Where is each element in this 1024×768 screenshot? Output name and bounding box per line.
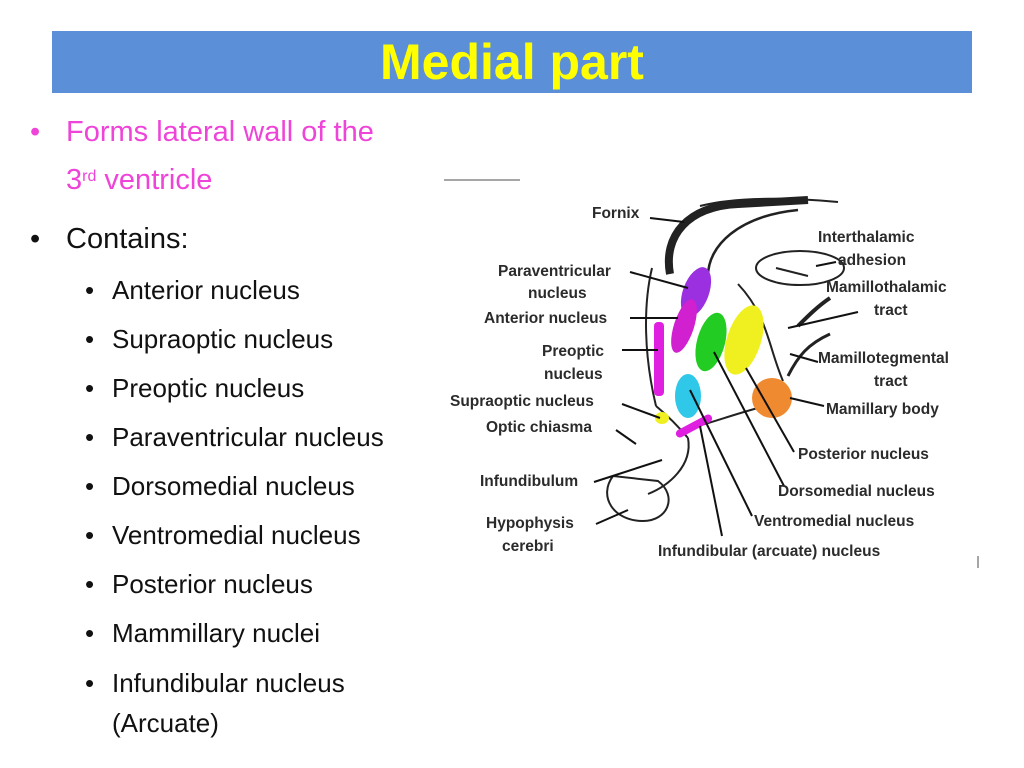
bullet-dot: • bbox=[85, 668, 95, 698]
label-preoptic-2: nucleus bbox=[544, 366, 603, 383]
label-mamillotegmental-2: tract bbox=[874, 373, 908, 390]
list-item-text: Mammillary nuclei bbox=[112, 618, 321, 648]
leader-fornix bbox=[649, 217, 685, 223]
diagram-background bbox=[438, 176, 983, 576]
bullet-dot: • bbox=[85, 324, 95, 354]
label-ventromedial: Ventromedial nucleus bbox=[754, 513, 914, 530]
slide-title: Medial part bbox=[380, 34, 644, 90]
bullet-contains-text: Contains: bbox=[66, 223, 189, 255]
dorsomedial-nucleus-shape bbox=[695, 312, 727, 372]
leader-hypophysis bbox=[595, 509, 629, 525]
leader-optic-chiasma bbox=[615, 429, 637, 445]
leader-mamillothalamic bbox=[787, 311, 859, 329]
label-paraventricular-1: Paraventricular bbox=[498, 263, 611, 280]
leader-dorsomedial bbox=[713, 351, 785, 487]
bullet-dot: • bbox=[85, 569, 95, 599]
bullet-text-line1: Forms lateral wall of the bbox=[66, 116, 374, 148]
label-posterior: Posterior nucleus bbox=[798, 446, 929, 463]
infundibulum-outline bbox=[647, 437, 690, 495]
ventromedial-nucleus-shape bbox=[675, 374, 701, 418]
hypophysis-outline bbox=[606, 474, 670, 523]
ventricle-wall bbox=[706, 208, 799, 277]
list-item-text: Supraoptic nucleus bbox=[112, 324, 334, 354]
leader-mamillotegmental bbox=[789, 353, 819, 363]
bullet-text-line2: 3rd ventricle bbox=[66, 163, 212, 198]
preoptic-nucleus-shape bbox=[654, 322, 664, 396]
bullet-dot: • bbox=[85, 373, 95, 403]
lamina-terminalis bbox=[645, 267, 657, 407]
tract-line-1 bbox=[737, 283, 784, 382]
adhesion-mark bbox=[775, 267, 809, 277]
list-item-text: Posterior nucleus bbox=[112, 569, 313, 599]
leader-posterior bbox=[745, 367, 795, 453]
label-anterior: Anterior nucleus bbox=[484, 310, 607, 327]
label-dorsomedial: Dorsomedial nucleus bbox=[778, 483, 935, 500]
posterior-nucleus-shape bbox=[724, 305, 764, 375]
ventricle-text: ventricle bbox=[96, 164, 213, 196]
bullet-dot: • bbox=[85, 471, 95, 501]
list-item-text: Dorsomedial nucleus bbox=[112, 471, 355, 501]
label-infundibular: Infundibular (arcuate) nucleus bbox=[658, 543, 880, 560]
supraoptic-nucleus-shape bbox=[655, 412, 669, 424]
infundibular-nucleus-shape bbox=[675, 414, 713, 438]
label-mamillothalamic-2: tract bbox=[874, 302, 908, 319]
label-fornix: Fornix bbox=[592, 205, 640, 222]
list-item-text: Infundibular nucleus bbox=[112, 668, 345, 698]
leader-ventromedial bbox=[689, 389, 753, 517]
fornix-arch bbox=[664, 196, 809, 275]
bullet-dot: • bbox=[85, 422, 95, 452]
bullet-dot: • bbox=[85, 618, 95, 648]
leader-infundibulum bbox=[593, 459, 663, 483]
label-interthalamic-1: Interthalamic bbox=[818, 229, 915, 246]
leader-mamillary-body bbox=[789, 397, 825, 407]
bullet-dot: • bbox=[85, 275, 95, 305]
list-item-text: (Arcuate) bbox=[112, 708, 219, 738]
leader-paraventricular bbox=[629, 271, 689, 289]
leader-supraoptic bbox=[621, 403, 661, 419]
label-mamillary-body: Mamillary body bbox=[826, 401, 939, 418]
label-preoptic-1: Preoptic bbox=[542, 343, 604, 360]
anterior-nucleus-shape bbox=[671, 299, 697, 353]
list-item-text: Ventromedial nucleus bbox=[112, 520, 361, 550]
label-paraventricular-2: nucleus bbox=[528, 285, 587, 302]
hypothalamus-diagram: Fornix Interthalamic adhesion Paraventri… bbox=[438, 176, 983, 576]
label-hypophysis-1: Hypophysis bbox=[486, 515, 574, 532]
mamillotegmental-tract-shape bbox=[786, 332, 831, 377]
list-item-text: Preoptic nucleus bbox=[112, 373, 305, 403]
brain-outline bbox=[606, 196, 845, 523]
interthalamic-adhesion-shape bbox=[755, 250, 845, 286]
corpus-outline bbox=[699, 197, 839, 207]
label-infundibulum: Infundibulum bbox=[480, 473, 578, 490]
leader-infundibular bbox=[699, 425, 723, 537]
leader-interthalamic bbox=[815, 261, 837, 267]
label-mamillotegmental-1: Mamillotegmental bbox=[818, 350, 949, 367]
bullet-dot: • bbox=[30, 116, 41, 148]
list-item-text: Paraventricular nucleus bbox=[112, 422, 384, 452]
label-supraoptic: Supraoptic nucleus bbox=[450, 393, 594, 410]
label-hypophysis-2: cerebri bbox=[502, 538, 554, 555]
mamillothalamic-tract-shape bbox=[796, 296, 832, 328]
title-bar: Medial part bbox=[52, 31, 972, 93]
ordinal-number: 3 bbox=[66, 164, 83, 196]
bullet-dot: • bbox=[30, 223, 41, 255]
bullet-dot: • bbox=[85, 520, 95, 550]
label-mamillothalamic-1: Mamillothalamic bbox=[826, 279, 947, 296]
leader-lines bbox=[593, 217, 859, 537]
list-item-text: Anterior nucleus bbox=[112, 275, 300, 305]
label-interthalamic-2: adhesion bbox=[838, 252, 906, 269]
mamillary-body-shape bbox=[752, 378, 792, 418]
label-optic-chiasma: Optic chiasma bbox=[486, 419, 592, 436]
ordinal-suffix: rd bbox=[82, 168, 97, 185]
